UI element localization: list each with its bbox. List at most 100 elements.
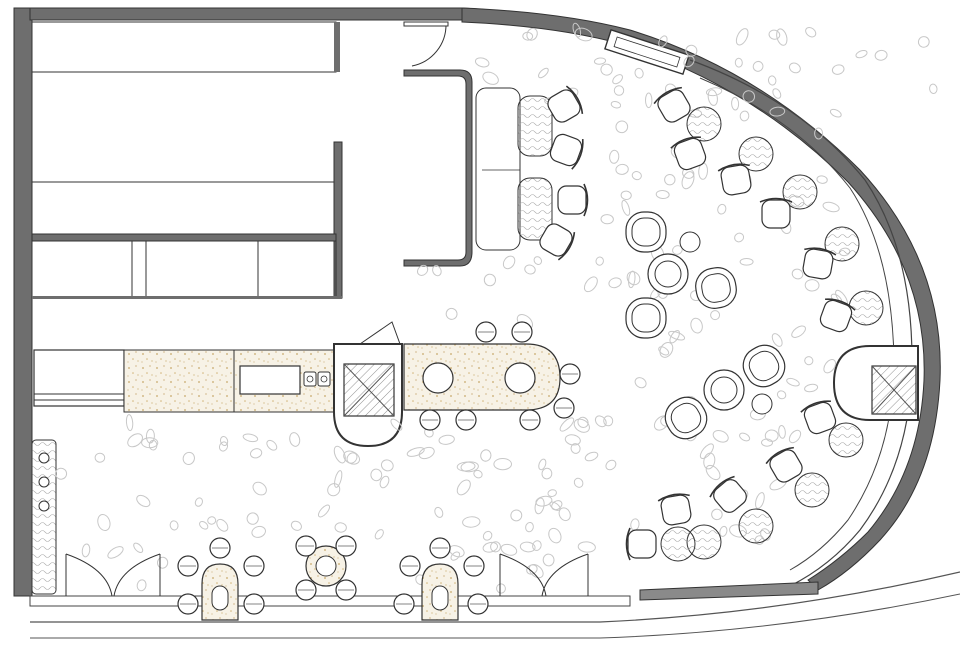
banquette-chair <box>709 475 747 513</box>
stool <box>177 593 199 615</box>
floor-pebble <box>776 390 787 400</box>
armchair <box>742 344 786 388</box>
counter-pedestal <box>504 362 536 394</box>
stool <box>295 579 317 601</box>
chair-back <box>670 136 701 149</box>
entry-door-leaf <box>403 21 449 27</box>
floor-pebble <box>610 100 622 109</box>
chair-seat <box>549 133 583 167</box>
partition-wall-vertical <box>334 22 340 72</box>
partition-wall-right <box>333 141 343 299</box>
espresso-machine-icon <box>303 371 331 387</box>
floor-pebble <box>705 464 721 481</box>
floor-pebble <box>242 433 259 443</box>
floor-pebble <box>445 307 458 320</box>
lounge-table-inner <box>654 260 682 288</box>
floor-pebble <box>343 450 361 465</box>
chair-seat <box>713 479 747 513</box>
floor-pebble <box>573 477 584 488</box>
lounge-table <box>647 253 689 295</box>
floor-pebble <box>542 553 555 567</box>
floor-pebble <box>333 445 346 464</box>
cashier-x-2 <box>343 363 395 417</box>
floor-pebble <box>473 469 483 479</box>
floor-pebble <box>482 541 498 553</box>
floor-pebble <box>81 543 91 558</box>
chair-back <box>571 139 584 170</box>
floor-pebble <box>334 522 347 533</box>
floor-pebble <box>804 356 814 366</box>
floor-pebble <box>246 512 259 525</box>
banquette-two-top <box>660 526 696 562</box>
banquette-chair <box>802 247 837 280</box>
chair-seat <box>802 248 834 280</box>
floor-pebble <box>584 451 599 462</box>
chair-seat <box>803 401 837 435</box>
banquette-chair <box>759 197 793 229</box>
banquette-two-top <box>794 472 830 508</box>
floor-pebble <box>577 416 589 429</box>
stool <box>475 321 497 343</box>
chair-seat <box>761 199 791 229</box>
floor-pebble <box>125 414 134 432</box>
floor-pebble <box>634 67 644 79</box>
niche-light-2 <box>38 476 50 488</box>
floor-pebble <box>532 540 542 551</box>
floor-pebble <box>289 432 301 447</box>
floor-pebble <box>804 279 820 292</box>
wall-niche <box>31 439 57 595</box>
stool <box>399 555 421 577</box>
floor-pebble <box>572 22 582 38</box>
floor-pebble <box>522 31 534 41</box>
floor-pebble <box>94 452 106 463</box>
floor-pebble <box>380 459 394 472</box>
floor-pebble <box>712 429 729 443</box>
armchair <box>625 297 667 339</box>
floor-pebble <box>249 448 263 459</box>
booth-table-2 <box>517 177 553 241</box>
south-wall-band <box>29 595 631 607</box>
banquette-two-top <box>828 422 864 458</box>
floor-pebble <box>734 57 743 68</box>
chair-seat <box>539 223 573 257</box>
lounge-table-inner <box>710 376 738 404</box>
floor-pebble <box>156 556 169 569</box>
floor-pebble <box>595 256 604 266</box>
floor-pebble <box>251 525 266 538</box>
pebble-floor-pattern <box>54 22 938 594</box>
floor-pebble <box>600 214 614 225</box>
facade-opening-frame <box>604 28 690 76</box>
kitchen-bay-1 <box>31 240 133 298</box>
floor-pebble <box>778 425 786 439</box>
floor-pebble <box>533 256 543 265</box>
lounge-table <box>703 369 745 411</box>
floor-pebble <box>145 428 155 444</box>
floor-pebble <box>577 541 596 553</box>
counter-pedestal <box>422 362 454 394</box>
banquette-two-top <box>738 136 774 172</box>
chair-seat <box>819 299 853 333</box>
side-table <box>679 231 701 253</box>
floor-pebble <box>136 579 147 592</box>
floor-pebble <box>613 85 625 96</box>
niche-light-1 <box>38 452 50 464</box>
floor-pebble <box>786 377 800 387</box>
floor-pebble <box>594 415 607 428</box>
armchair-seat <box>631 217 661 247</box>
banquette-two-top <box>824 226 860 262</box>
banquette-chair <box>717 163 752 196</box>
stool <box>455 409 477 431</box>
floor-pebble <box>570 443 581 454</box>
floor-pebble <box>630 518 640 531</box>
floor-pebble <box>510 509 523 522</box>
floor-pebble <box>791 268 804 280</box>
back-of-house <box>31 21 473 299</box>
banquette-two-top <box>848 290 884 326</box>
partition-lower <box>32 296 342 299</box>
armchair-seat <box>748 350 780 382</box>
inner-banquette-curve <box>689 59 913 587</box>
floor-pebble <box>822 201 840 213</box>
booth-banquette <box>475 87 553 251</box>
armchair <box>664 396 708 440</box>
stool <box>467 593 489 615</box>
